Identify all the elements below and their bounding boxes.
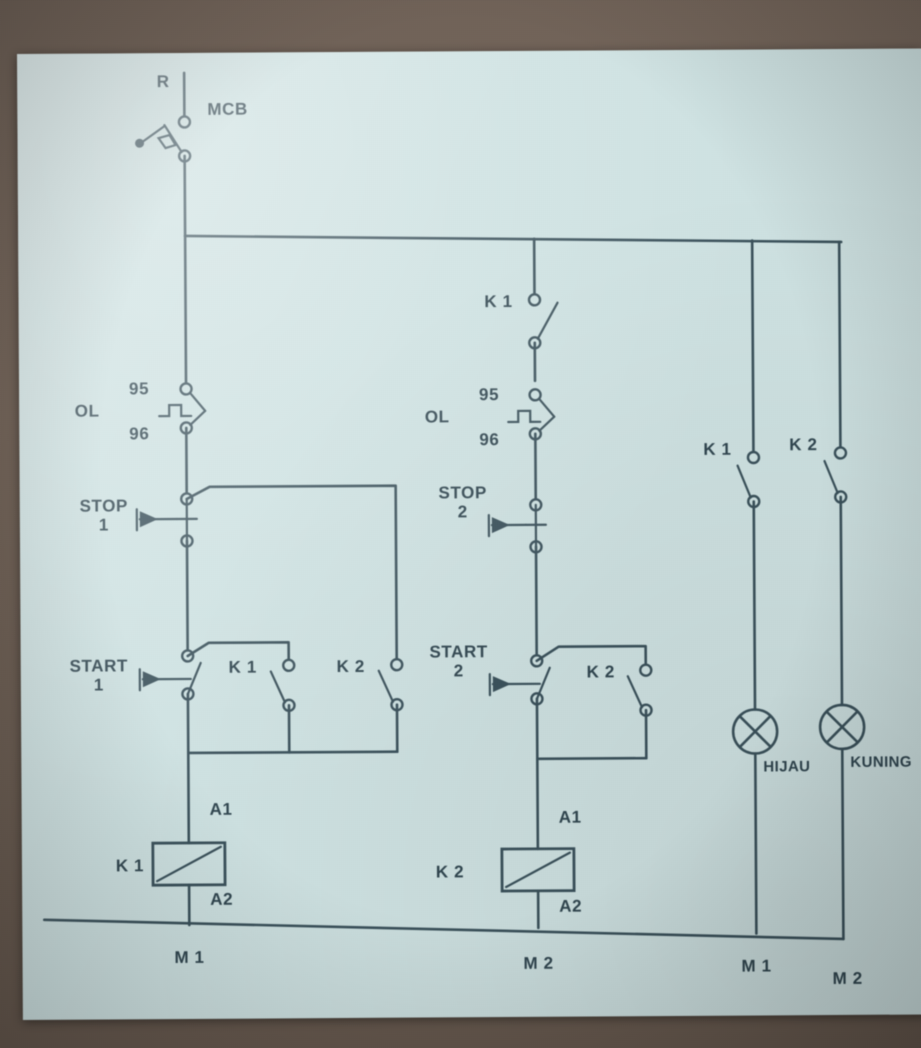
c1-start-to-coil-wire	[186, 692, 191, 845]
c2-coil-terminal-a1-label: A1	[559, 808, 582, 827]
lamp1-contact-terminal-top	[746, 450, 761, 465]
c1-coil-diagonal	[155, 845, 222, 883]
c1-coil-terminal-a1-label: A1	[210, 800, 233, 819]
lamp1-color-label: HIJAU	[763, 758, 810, 775]
c2-start-to-coil-wire	[535, 697, 540, 851]
c1-k1-contact-label: K 1	[229, 658, 257, 677]
lamp2-contact-blade	[823, 459, 839, 495]
c1-k1-contact-blade	[269, 670, 287, 704]
c1-start-label-line1: START	[69, 656, 128, 675]
lamp1-drop-wire	[752, 500, 757, 711]
circuit1-k2-seal-path	[185, 484, 399, 660]
c2-stop-to-start-wire	[534, 545, 538, 657]
circuit2-interlock-contact[interactable]: K 1	[484, 292, 559, 383]
lamp1-rail-label: M 1	[741, 956, 771, 975]
circuit1-seal-contact-k2[interactable]: K 2	[337, 657, 404, 753]
circuit2-coil-group: A1 K 2 A2	[436, 808, 582, 930]
c2-thermal-element-icon	[507, 409, 542, 424]
c2-seal-return-rail	[536, 756, 648, 761]
lamp1-top-drop	[750, 239, 755, 453]
circuit1-overload-group: 95 96 OL	[75, 379, 207, 495]
c1-start-actuator-arrow-icon	[142, 671, 161, 688]
lamp2-to-neutral-wire	[840, 747, 845, 941]
c2-k1-contact-terminal-top	[527, 293, 542, 307]
c2-coil-label: K 2	[436, 862, 464, 881]
c2-stop-actuator-arrow-icon	[491, 517, 510, 534]
lamp2-rail-label: M 2	[833, 969, 863, 988]
lamp2-contact-terminal-top	[833, 446, 848, 460]
c2-ol-blade-upper	[538, 397, 556, 418]
c1-coil-terminal-a2-label: A2	[210, 890, 233, 909]
mcb-actuator-dot	[135, 138, 145, 148]
c1-coil-label: K 1	[116, 856, 144, 875]
c1-ol-terminal-96-label: 96	[129, 424, 149, 443]
c1-ol-blade-lower	[189, 409, 207, 427]
c1-k1-contact-terminal-top	[282, 658, 296, 673]
c1-seal-return-rail	[186, 750, 399, 755]
c1-stop-to-start-wire	[185, 539, 189, 652]
c2-coil-terminal-a2-label: A2	[559, 897, 582, 916]
indicator1-group[interactable]: K 1 HIJAU	[703, 439, 811, 935]
c2-k2-contact-terminal-top	[639, 663, 653, 677]
c2-start-label-line1: START	[429, 642, 488, 661]
c2-k2-contact-label: K 2	[587, 662, 615, 681]
c2-k1-contact-blade	[536, 301, 559, 340]
c1-ol-terminal-95-label: 95	[129, 379, 149, 398]
branch1-top-drop	[183, 234, 188, 385]
indicator2-group[interactable]: K 2 KUNING	[789, 435, 913, 941]
c1-stop-actuator-arrow-icon	[139, 511, 158, 528]
top-rail-group	[183, 154, 843, 453]
mcb-trip-hook-icon	[139, 125, 178, 150]
c2-rail-label: M 2	[523, 954, 553, 973]
c1-ol-blade-upper	[188, 391, 207, 412]
lamp1-contact-label: K 1	[703, 440, 731, 459]
circuit1-coil-group: A1 K 1 A2	[116, 800, 233, 927]
c1-k2-contact-label: K 2	[337, 657, 365, 676]
bottom-neutral-rail	[42, 918, 845, 941]
mcb-terminal-top	[177, 115, 192, 129]
c1-k2-contact-terminal-top	[390, 657, 404, 672]
bottom-rail-group: M 1 M 2 M 1 M 2	[42, 918, 863, 988]
c2-ol-terminal-96-label: 96	[479, 430, 499, 449]
c1-k2-seal-top-wire	[185, 484, 399, 660]
c1-stop-label-line1: STOP	[80, 496, 129, 515]
c2-k2-seal-top-wire	[535, 644, 648, 665]
lamp1-to-neutral-wire	[753, 752, 758, 935]
c2-stop-label-line1: STOP	[438, 483, 487, 502]
lamp1-contact-blade	[736, 464, 752, 499]
circuit1-seal-contact-k1[interactable]: K 1	[229, 657, 296, 754]
c1-k2-contact-blade	[377, 669, 395, 703]
lamp2-color-label: KUNING	[850, 754, 912, 771]
lamp2-top-drop	[837, 240, 842, 449]
circuit1-start-group[interactable]: START 1	[69, 649, 202, 701]
c2-stop-label-line2: 2	[458, 502, 468, 521]
mcb-label: MCB	[207, 100, 248, 119]
circuit2-seal-path	[535, 644, 648, 665]
c1-stop-label-line2: 1	[99, 515, 109, 534]
c2-coil-diagonal	[504, 851, 571, 889]
c1-thermal-element-icon	[158, 403, 193, 418]
paper-sheet: R MCB	[17, 48, 921, 1020]
c2-ol-blade-lower	[538, 415, 556, 432]
c2-k1-contact-label: K 1	[484, 292, 512, 311]
circuit2-overload-group: 95 96 OL	[425, 385, 556, 501]
circuit1-stop-group[interactable]: STOP 1	[79, 492, 198, 548]
c1-ol-device-label: OL	[75, 402, 100, 421]
lamp2-contact-label: K 2	[789, 435, 817, 454]
phase-label: R	[157, 72, 170, 91]
supply-group: R MCB	[135, 71, 248, 163]
c2-ol-terminal-95-label: 95	[479, 385, 499, 404]
c2-ol-device-label: OL	[425, 407, 450, 426]
circuit2-seal-contact-k2[interactable]: K 2	[587, 662, 653, 760]
c2-k2-contact-blade	[626, 675, 644, 709]
c2-start-actuator-arrow-icon	[492, 676, 511, 693]
circuit2-start-group[interactable]: START 2	[429, 642, 551, 706]
c1-start-label-line2: 1	[94, 675, 104, 694]
c1-rail-label: M 1	[174, 948, 204, 967]
top-distribution-rail	[183, 234, 843, 244]
lamp2-drop-wire	[839, 495, 844, 707]
control-circuit-schematic: R MCB	[42, 71, 913, 988]
circuit2-stop-group[interactable]: STOP 2	[438, 483, 547, 554]
c2-start-label-line2: 2	[454, 661, 464, 680]
